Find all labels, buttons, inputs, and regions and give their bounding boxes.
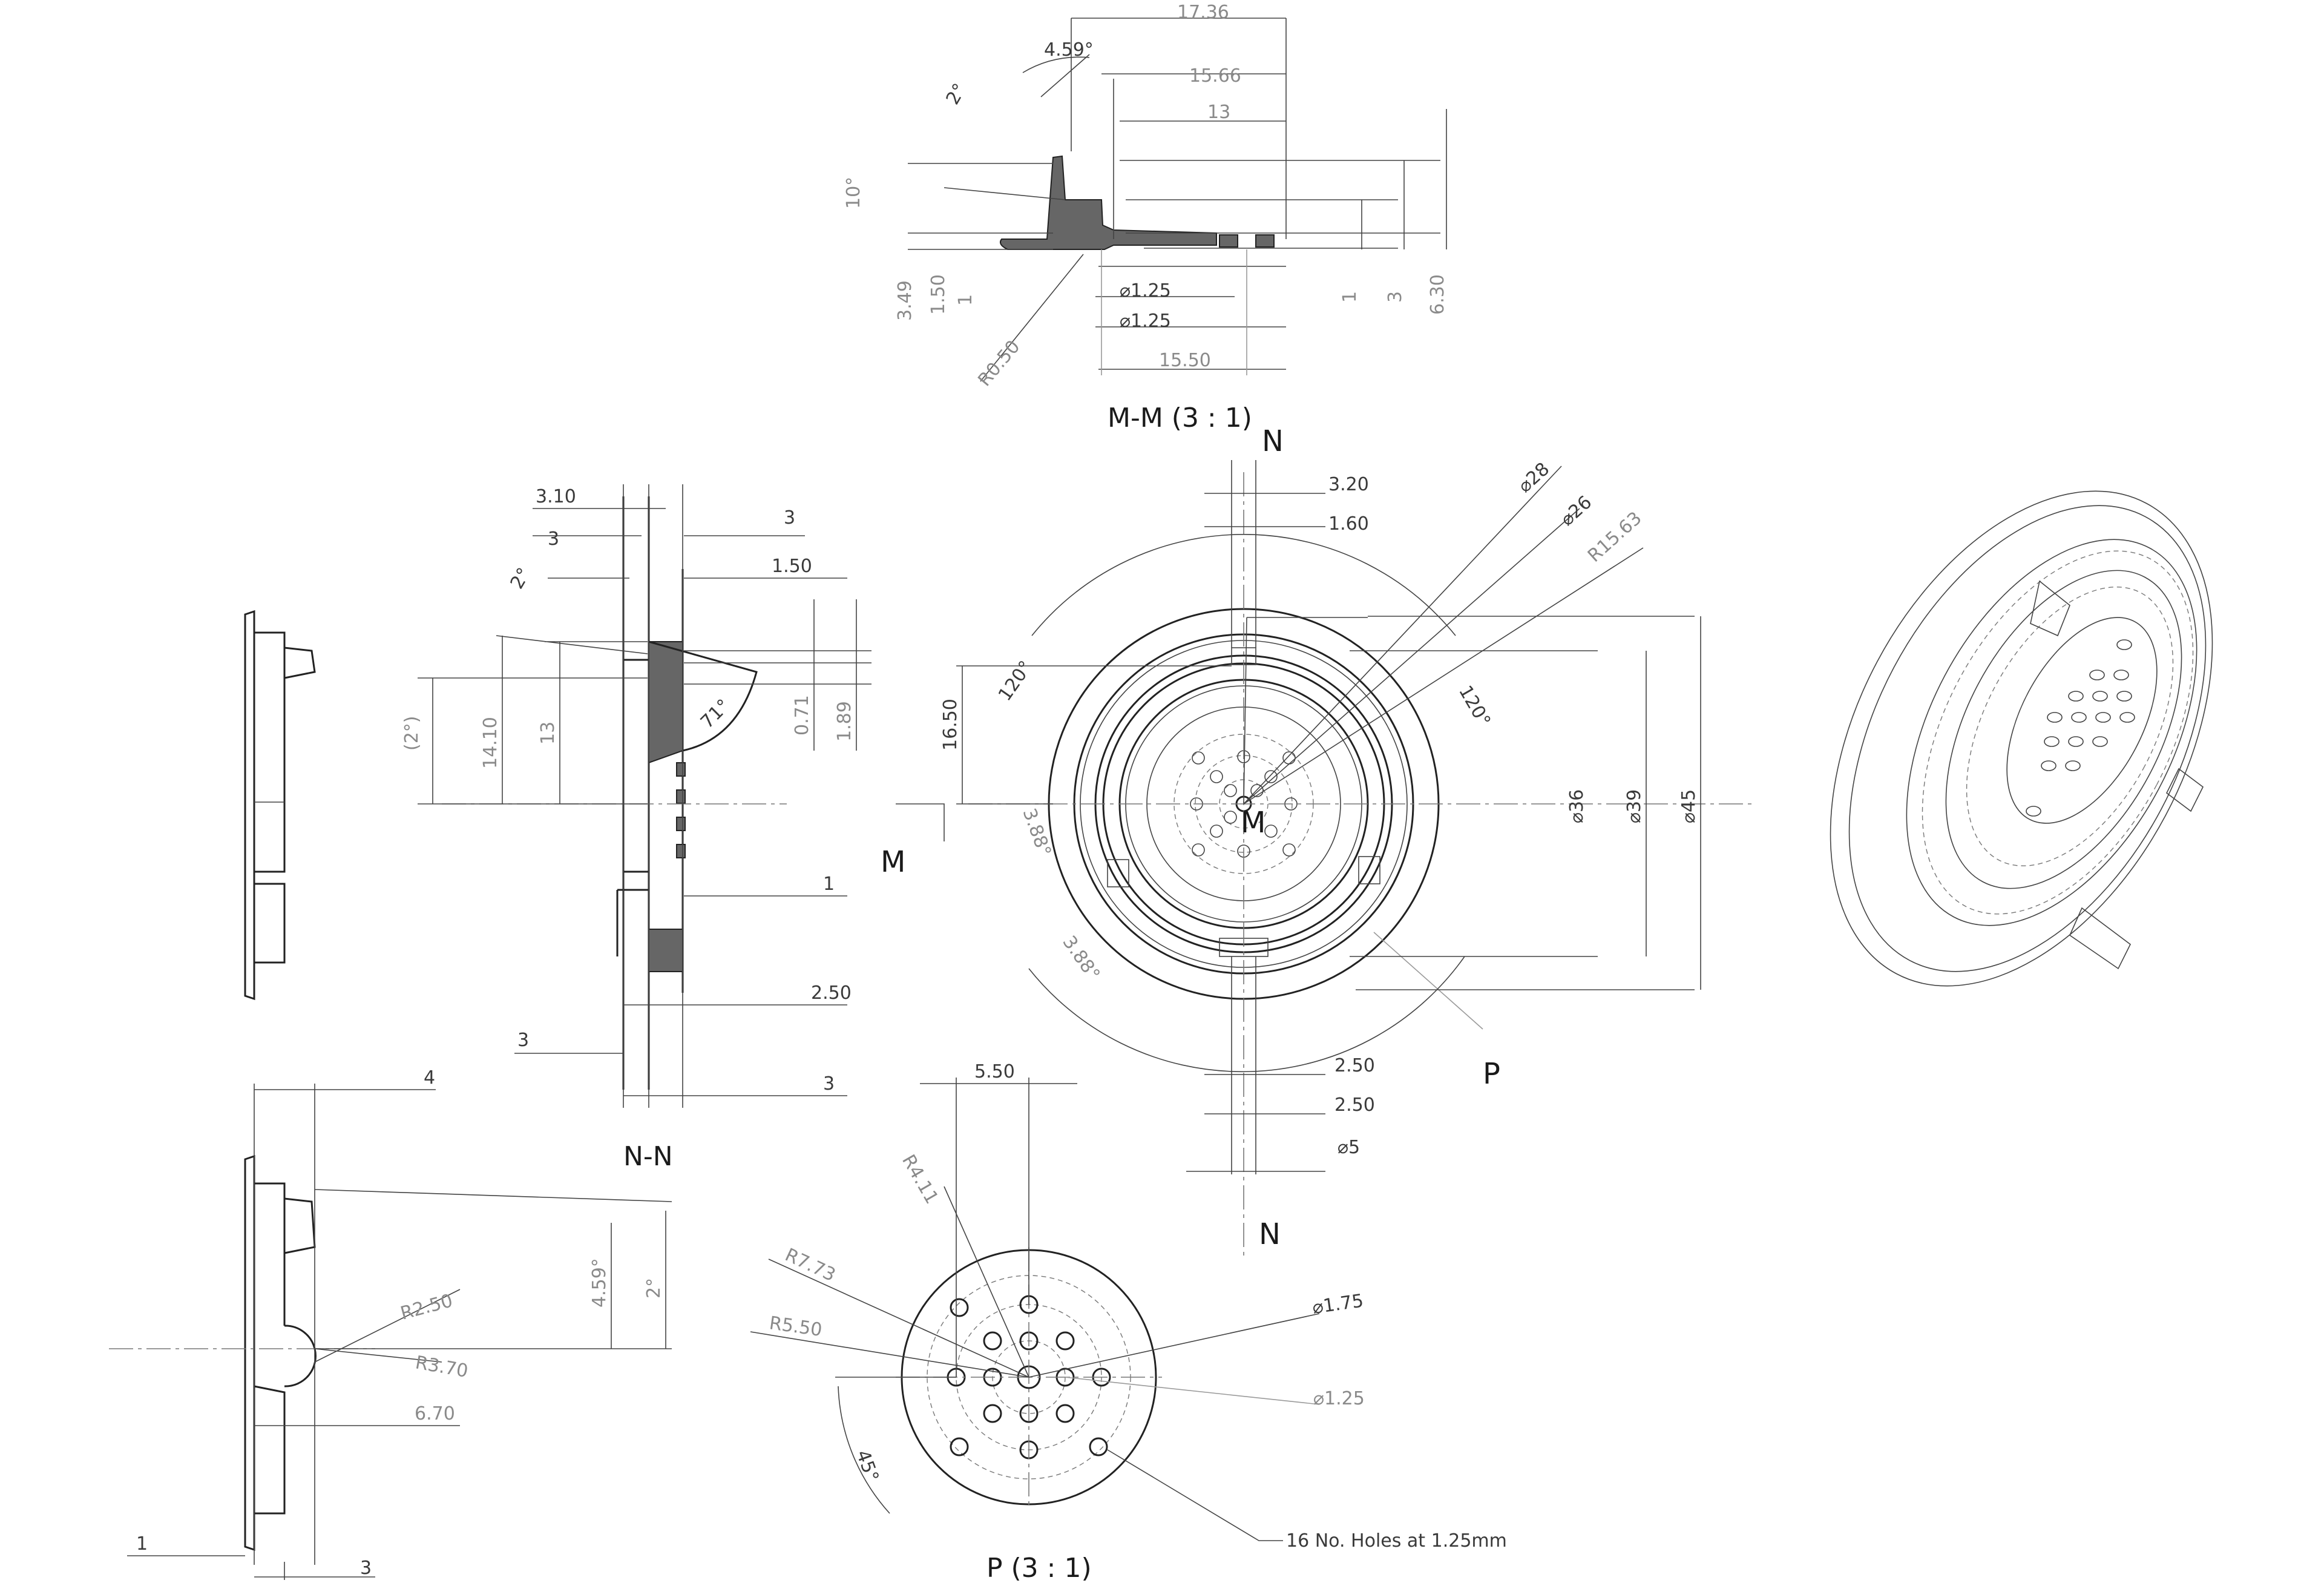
detail-dim-r5-50: R5.50: [768, 1312, 824, 1341]
front-dim-dia-39: ⌀39: [1624, 789, 1645, 823]
mm-dim-4-59-deg: 4.59°: [1044, 39, 1094, 61]
detail-dim-5-50: 5.50: [974, 1061, 1015, 1082]
mm-dim-1-right: 1: [1339, 291, 1361, 303]
mm-dim-6-30: 6.30: [1427, 274, 1448, 315]
mm-dim-15-66: 15.66: [1189, 65, 1241, 87]
mm-dim-dia-1-25-a: ⌀1.25: [1120, 280, 1171, 301]
nn-dim-3-bottom-right: 3: [823, 1073, 835, 1094]
mm-dim-2-deg: 2°: [942, 80, 971, 108]
isometric-view: [1830, 490, 2213, 987]
detail-dim-dia-1-75: ⌀1.75: [1311, 1290, 1365, 1318]
front-dim-3-20: 3.20: [1328, 474, 1369, 495]
section-label-m-center: M: [1241, 806, 1265, 840]
nn-dim-0-71: 0.71: [792, 695, 813, 736]
front-dim-16-50: 16.50: [940, 699, 961, 751]
mm-section-profile: [1000, 155, 1217, 250]
nn-dim-1-50: 1.50: [772, 556, 812, 577]
iso-outer-rim: [1830, 490, 2213, 987]
detail-dim-r4-11: R4.11: [898, 1151, 942, 1208]
mm-dim-13: 13: [1207, 102, 1230, 123]
left-side-view: [244, 610, 316, 1001]
mm-dim-17-36: 17.36: [1177, 2, 1229, 23]
front-dim-dia-28: ⌀28: [1514, 458, 1554, 497]
mm-rib-1: [1219, 234, 1238, 248]
nn-dim-3-bottom-left: 3: [517, 1030, 529, 1051]
side-dim-6-70: 6.70: [415, 1403, 455, 1424]
nn-dim-3-10: 3.10: [536, 486, 576, 507]
detail-dim-45-deg: 45°: [852, 1447, 882, 1485]
detail-holes-note: 16 No. Holes at 1.25mm: [1286, 1530, 1507, 1552]
side-dim-3: 3: [360, 1558, 372, 1579]
side-dim-4-59-deg: 4.59°: [589, 1258, 610, 1308]
front-dim-2-50-b: 2.50: [1334, 1094, 1375, 1116]
front-dim-120-deg-right: 120°: [1454, 682, 1494, 731]
nn-dim-2-deg-ref: (2°): [401, 716, 422, 751]
section-label-m: M: [881, 845, 905, 879]
front-dim-2-50-a: 2.50: [1334, 1055, 1375, 1076]
front-dim-1-60: 1.60: [1328, 513, 1369, 535]
nn-dim-14-10: 14.10: [480, 717, 501, 769]
side-dim-r2-50: R2.50: [398, 1290, 455, 1324]
mm-dim-3: 3: [1385, 291, 1406, 303]
nn-dim-2-deg: 2°: [507, 564, 535, 593]
mm-dim-1: 1: [955, 294, 976, 306]
mm-dim-dia-1-25-b: ⌀1.25: [1120, 311, 1171, 332]
section-mm-view: 17.36 4.59° 15.66 13 2° 10° 3.49 1.50 1 …: [843, 2, 1448, 433]
mm-dim-1-50: 1.50: [928, 274, 949, 315]
front-dim-dia-36: ⌀36: [1566, 789, 1587, 823]
side-dim-4: 4: [424, 1067, 435, 1088]
side-dim-1: 1: [136, 1533, 148, 1555]
nn-dim-71-deg: 71°: [697, 695, 734, 732]
nn-view-title: N-N: [623, 1141, 673, 1172]
mm-dim-3-49: 3.49: [894, 280, 916, 321]
nn-dim-1: 1: [823, 874, 835, 895]
front-view: 3.20 1.60 ⌀28 ⌀26 R15.63 120° 120° 16.50…: [881, 424, 1755, 1259]
nn-wall-outline: [622, 496, 684, 1090]
nn-dim-3-left: 3: [548, 528, 559, 550]
side-dim-r3-70: R3.70: [414, 1352, 470, 1382]
side-dim-2-deg: 2°: [643, 1278, 665, 1298]
nn-dim-2-50: 2.50: [811, 982, 852, 1004]
nn-dim-1-89: 1.89: [834, 701, 855, 742]
side-view: 4 R2.50 R3.70 4.59° 2° 6.70 1 3: [109, 1067, 672, 1580]
front-dim-dia-45: ⌀45: [1678, 789, 1699, 823]
mm-dim-10-deg: 10°: [843, 177, 864, 209]
nn-dim-13: 13: [537, 722, 559, 745]
nn-cross-section: [648, 641, 683, 764]
front-dim-120-deg-left: 120°: [994, 657, 1037, 705]
mm-dim-15-50: 15.50: [1159, 350, 1211, 371]
section-label-n-top: N: [1262, 424, 1284, 458]
nn-dim-3-right: 3: [784, 507, 795, 528]
front-dim-dia-5: ⌀5: [1338, 1137, 1360, 1158]
mm-dim-r0-50: R0.50: [974, 336, 1024, 390]
detail-dim-r7-73: R7.73: [782, 1245, 839, 1286]
front-dim-3-88-deg-b: 3.88°: [1058, 932, 1104, 985]
iso-hole-pattern: [2026, 639, 2135, 817]
section-label-n-bottom: N: [1259, 1217, 1281, 1251]
detail-dim-dia-1-25: ⌀1.25: [1313, 1388, 1365, 1409]
front-dim-dia-26: ⌀26: [1557, 492, 1596, 530]
mm-rib-2: [1255, 234, 1275, 248]
detail-p-view: 5.50 R4.11 R7.73 R5.50 ⌀1.75 ⌀1.25 45° 1…: [750, 1061, 1507, 1583]
front-dim-r15-63: R15.63: [1584, 508, 1646, 567]
detail-label-p: P: [1483, 1057, 1500, 1091]
detail-view-title: P (3 : 1): [986, 1553, 1092, 1581]
mm-view-title: M-M (3 : 1): [1108, 403, 1252, 433]
section-nn-view: 3.10 3 3 1.50 2° (2°) 14.10 13 71° 0.71 …: [401, 484, 872, 1172]
